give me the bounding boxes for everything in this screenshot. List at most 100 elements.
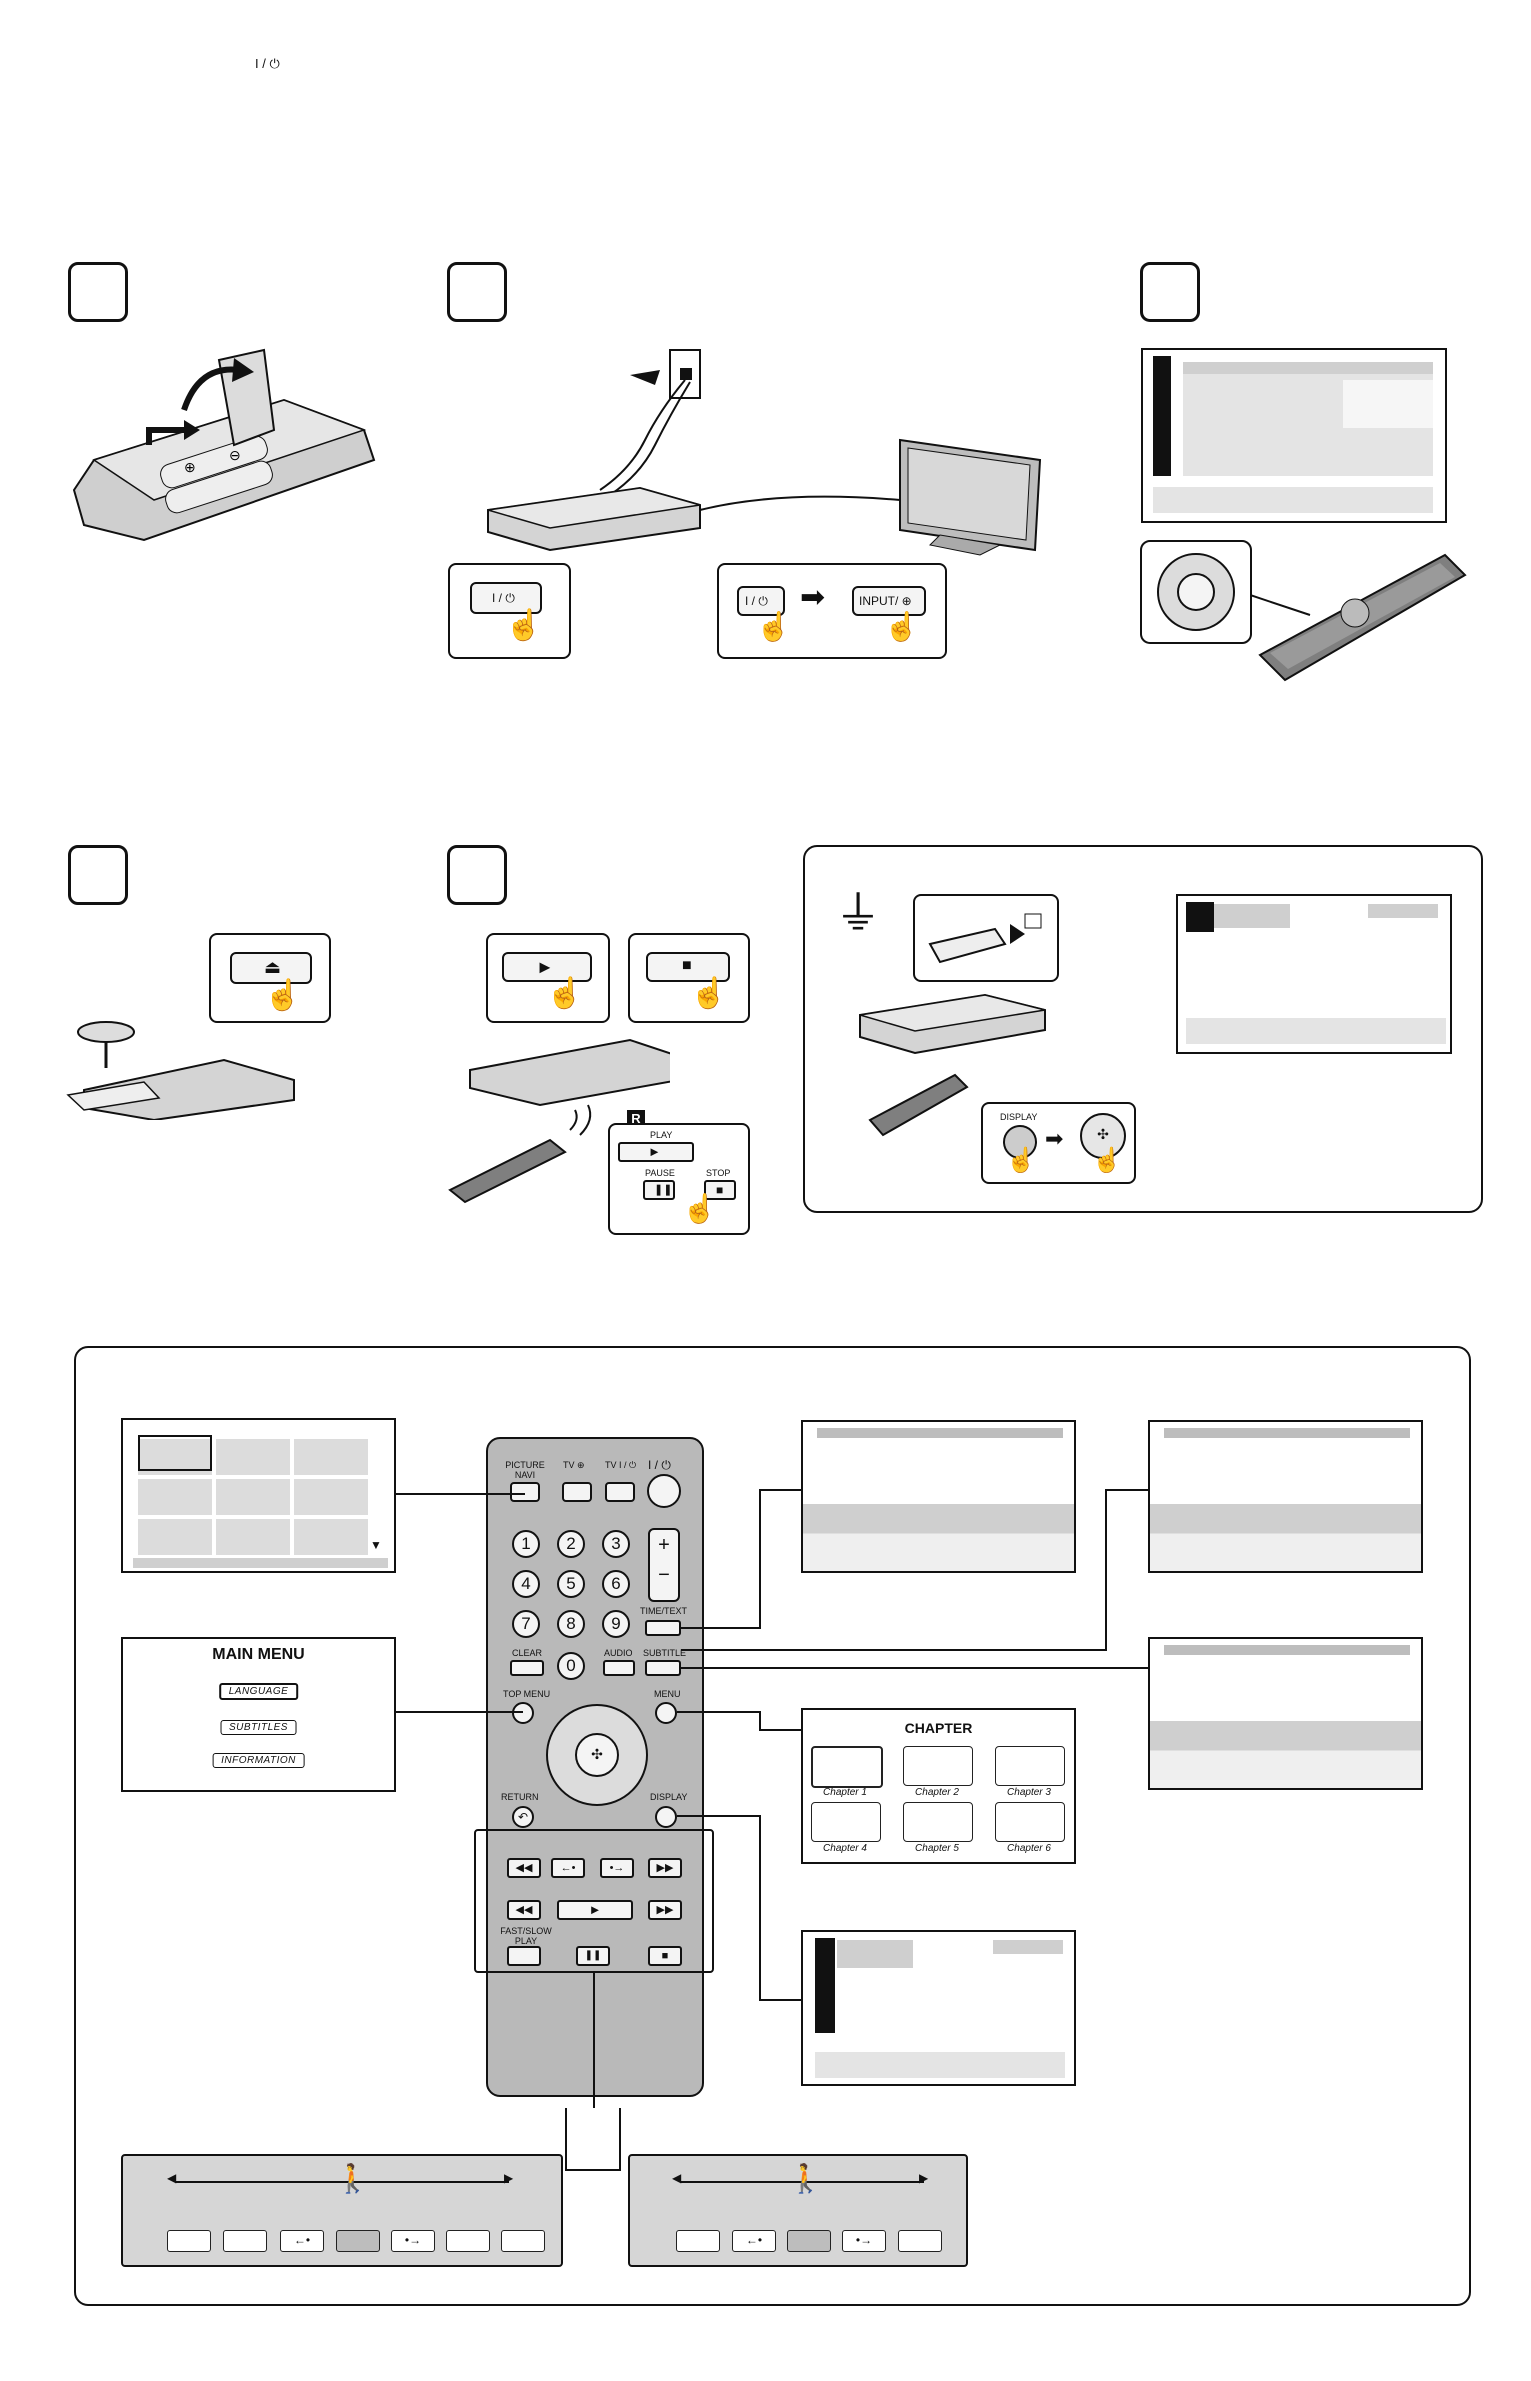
chapter-thumb-3[interactable] [995, 1746, 1065, 1786]
subtitle-label: SUBTITLE [643, 1648, 687, 1658]
time-text-button[interactable] [645, 1620, 681, 1636]
clear-button[interactable] [510, 1660, 544, 1676]
main-menu-title: MAIN MENU [212, 1646, 305, 1663]
header-power-symbol: I / ⏻ [255, 56, 280, 71]
digit-9-button[interactable]: 9 [602, 1610, 630, 1638]
digit-8-button[interactable]: 8 [557, 1610, 585, 1638]
fast-forward-button[interactable]: ▶▶ [648, 1900, 682, 1920]
chapter-label-6: Chapter 6 [1007, 1843, 1051, 1854]
digit-4-button[interactable]: 4 [512, 1570, 540, 1598]
chapter-thumb-2[interactable] [903, 1746, 973, 1786]
thumbnail-grid [138, 1435, 370, 1555]
menu-item-information[interactable]: INFORMATION [212, 1753, 305, 1768]
usb-panel [803, 845, 1483, 1213]
step-3-box [1140, 262, 1200, 322]
digit-2-button[interactable]: 2 [557, 1530, 585, 1558]
menu-button[interactable] [655, 1702, 677, 1724]
chapter-label-5: Chapter 5 [915, 1843, 959, 1854]
setup-footer [1153, 487, 1433, 513]
scan-step-7 [501, 2230, 545, 2252]
pause-icon: ❚❚ [654, 1184, 673, 1196]
tv-power-label: I / ⏻ [745, 594, 768, 608]
menu-item-language[interactable]: LANGUAGE [218, 1683, 299, 1700]
hand-icon: ☝ [756, 611, 791, 642]
chapter-thumb-5[interactable] [903, 1802, 973, 1842]
step-4-box [68, 845, 128, 905]
picture-navi-screen: ▼ [121, 1418, 396, 1573]
prev-button[interactable]: ◀◀ [507, 1858, 541, 1878]
remote-play-button[interactable]: ► [618, 1142, 694, 1162]
volume-rocker[interactable]: +− [648, 1528, 680, 1602]
eject-button[interactable]: ⏏ [230, 952, 312, 984]
slow-step-5 [898, 2230, 942, 2252]
control-menu-status [993, 1940, 1063, 1954]
tv-power-button[interactable] [605, 1482, 635, 1502]
step-2-box [447, 262, 507, 322]
clear-label: CLEAR [512, 1648, 543, 1658]
eject-icon: ⏏ [264, 957, 282, 977]
menu-item-subtitles[interactable]: SUBTITLES [220, 1720, 297, 1735]
chapter-thumb-1[interactable] [811, 1746, 883, 1788]
digit-6-button[interactable]: 6 [602, 1570, 630, 1598]
power-button[interactable] [647, 1474, 681, 1508]
top-menu-label: TOP MENU [503, 1689, 551, 1699]
audio-button[interactable] [603, 1660, 635, 1676]
advance-button[interactable]: •→ [600, 1858, 634, 1878]
enter-button[interactable]: ✣ [575, 1733, 619, 1777]
remote-stop-button[interactable]: ■ [704, 1180, 736, 1200]
stop-button[interactable]: ■ [648, 1946, 682, 1966]
digit-3-button[interactable]: 3 [602, 1530, 630, 1558]
digit-1-button[interactable]: 1 [512, 1530, 540, 1558]
pause-label: PAUSE [645, 1168, 675, 1178]
slow-step-4: •→ [842, 2230, 886, 2252]
step-1-box [68, 262, 128, 322]
play-button[interactable]: ► [557, 1900, 633, 1920]
scan-step-4 [336, 2230, 380, 2252]
play-label: PLAY [650, 1130, 673, 1140]
display-button[interactable] [1003, 1125, 1037, 1159]
chapter-thumb-4[interactable] [811, 1802, 881, 1842]
svg-text:⊖: ⊖ [229, 447, 241, 463]
player-disc-illustration [66, 1021, 295, 1120]
person-icon: 🚶 [788, 2163, 823, 2194]
tv-input-button[interactable] [562, 1482, 592, 1502]
digit-5-button[interactable]: 5 [557, 1570, 585, 1598]
control-menu-screen [801, 1930, 1076, 2086]
landscape-screen-audio [1148, 1420, 1423, 1573]
joystick-illustration [1157, 553, 1235, 631]
rewind-button[interactable]: ◀◀ [507, 1900, 541, 1920]
arrow-right-icon: ➡ [1045, 1126, 1064, 1151]
stop-button[interactable]: ■ [646, 952, 730, 982]
fast-slow-play-button[interactable] [507, 1946, 541, 1966]
digit-7-button[interactable]: 7 [512, 1610, 540, 1638]
chapter-label-4: Chapter 4 [823, 1843, 867, 1854]
chapter-label-1: Chapter 1 [823, 1787, 867, 1798]
tv-power-button[interactable]: I / ⏻ [737, 586, 785, 616]
display-button[interactable] [655, 1806, 677, 1828]
scan-bar-panel: ◀ ▶ 🚶 ←• •→ [121, 2154, 563, 2267]
chapter-thumb-6[interactable] [995, 1802, 1065, 1842]
remote-functions-panel [74, 1346, 1471, 2306]
remote-sensor-label: R [631, 1111, 641, 1126]
return-button[interactable]: ↶ [512, 1806, 534, 1828]
stop-label: STOP [706, 1168, 731, 1178]
fast-slow-play-label: FAST/SLOW PLAY [500, 1926, 552, 1946]
remote-pause-button[interactable]: ❚❚ [643, 1180, 675, 1200]
player-power-button[interactable]: I / ⏻ [470, 582, 542, 614]
pause-button[interactable]: ❚❚ [576, 1946, 610, 1966]
scan-step-6 [446, 2230, 490, 2252]
scroll-down-icon: ▼ [370, 1538, 382, 1552]
play-button[interactable]: ► [502, 952, 592, 982]
tv-input-button[interactable]: INPUT/ ⊕ [852, 586, 926, 616]
hand-icon: ☝ [1092, 1147, 1122, 1174]
chapter-label-3: Chapter 3 [1007, 1787, 1051, 1798]
subtitle-button[interactable] [645, 1660, 681, 1676]
enter-button[interactable]: ✣ [1080, 1113, 1126, 1159]
power-label: I / ⏻ [648, 1458, 671, 1472]
stop-icon: ■ [716, 1183, 724, 1197]
digit-0-button[interactable]: 0 [557, 1652, 585, 1680]
chapter-menu-screen: CHAPTER Chapter 1 Chapter 2 Chapter 3 Ch… [801, 1708, 1076, 1864]
replay-button[interactable]: ←• [551, 1858, 585, 1878]
picture-navi-button[interactable] [510, 1482, 540, 1502]
next-button[interactable]: ▶▶ [648, 1858, 682, 1878]
